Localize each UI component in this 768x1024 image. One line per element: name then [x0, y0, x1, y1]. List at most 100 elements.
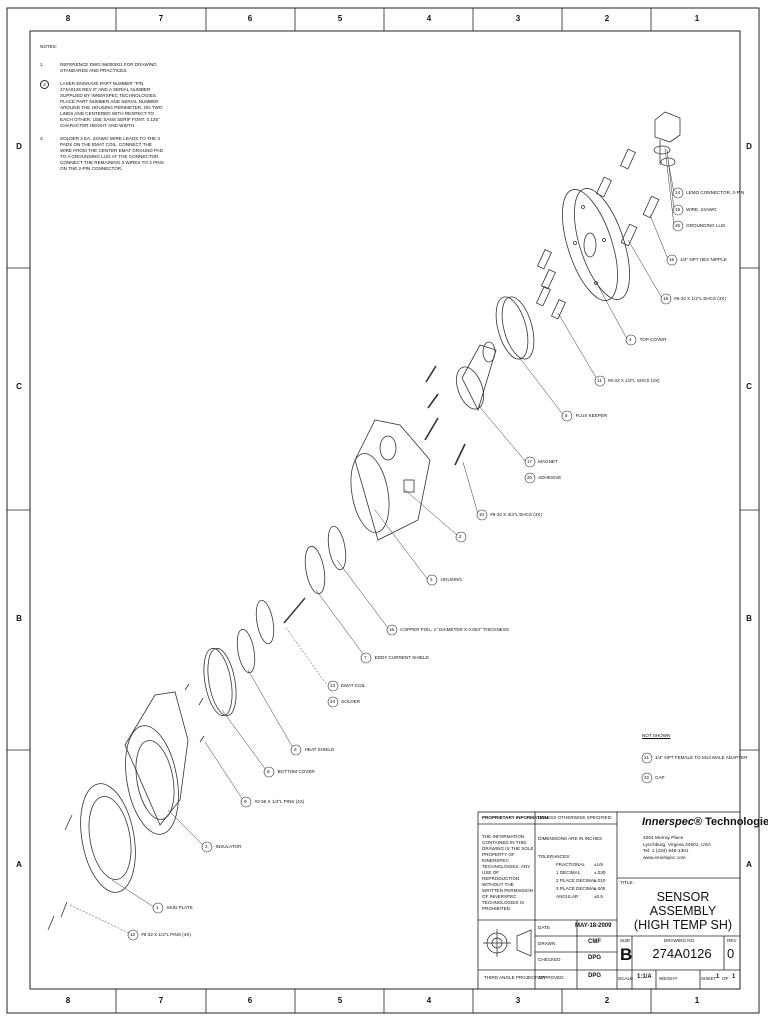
zone-label: A [16, 860, 22, 869]
callout-label: FLUX KEEPER [575, 413, 608, 418]
small-pins-part [184, 683, 205, 743]
callout-number: 18 [663, 296, 669, 301]
callout-label: WIRE, 24AWG [686, 207, 717, 212]
company-address: 4004 Murray Place Lynchburg, Virginia 24… [643, 836, 711, 862]
note-item: 3. SOLDER 3 EA. 24AWG WIRE LEADS TO THE … [40, 136, 165, 172]
callout-number: 12 [130, 932, 136, 937]
drawn-label: DRAWN [538, 941, 556, 946]
weight-label: WEIGHT [659, 976, 678, 981]
callout-label: 1/4" NPT FEMALE to M14 MALE ADAPTER [655, 755, 748, 760]
callout-label: BOTTOM COVER [277, 769, 315, 774]
callout-label: #6-32 X 1/2"L SHCS (4X) [607, 378, 660, 383]
zone-label: 7 [158, 996, 164, 1005]
lemo-connector-part [653, 111, 681, 167]
zone-label: C [746, 382, 752, 391]
note-text: LASER ENGRAVE PART NUMBER "P/N 274A0126 … [60, 81, 163, 128]
leader-lines [69, 147, 675, 934]
callout: 12#6-32 X 1/2"L PINS (4X) [130, 932, 191, 938]
callout-number: 2 [459, 534, 462, 539]
callout-label: COPPER FOIL, 1" DIAMETER X 0.003" THICKN… [400, 627, 509, 632]
note-number-circled: 2 [40, 80, 49, 89]
long-screws-part [424, 365, 466, 466]
tolerance-value: ±.010 [594, 878, 606, 883]
emat-coil-part [255, 599, 275, 645]
callout-label: #8-32 X 3/4"L SHCS (4X) [490, 512, 542, 517]
sheet-value: 1 [716, 974, 720, 980]
note-item: 2 LASER ENGRAVE PART NUMBER "P/N 274A012… [40, 80, 165, 129]
zone-label: B [746, 614, 752, 623]
drawing-number-label: DRAWING NO. [664, 938, 696, 943]
callout: 5 FLUX KEEPER [565, 413, 607, 419]
balloons [127, 187, 684, 941]
copper-foil-part [327, 525, 347, 571]
callout: 2 [459, 534, 462, 540]
date-value: MAY-18-2009 [575, 923, 612, 929]
drawing-title-line: (HIGH TEMP SH) [633, 918, 733, 932]
tolerance-label: 2 PLACE DECIMAL [556, 878, 597, 883]
eddy-shield-part [304, 545, 326, 595]
tolerances-heading: TOLERANCES: [538, 854, 571, 859]
tolerance-label: 1 DECIMAL [556, 870, 581, 875]
date-label: DATE [538, 925, 550, 930]
zone-label: 3 [515, 996, 521, 1005]
callout-number: 24 [330, 699, 336, 704]
callout: 11 #6-32 X 1/2"L SHCS (4X) [597, 378, 660, 384]
callout-label: #6-32 X 1/2"L SHCS (4X) [674, 296, 726, 301]
size-label: SIZE [620, 938, 631, 943]
callout-number: 5 [565, 413, 568, 418]
tolerance-value: ±1/8 [594, 862, 603, 867]
callout-number: 9 [244, 799, 247, 804]
zone-label: B [16, 614, 22, 623]
proprietary-text: THE INFORMATION CONTAINED IN THIS DRAWIN… [482, 834, 534, 911]
scale-value: 1:1/A [637, 974, 652, 980]
zone-label: 4 [426, 996, 432, 1005]
callout-number: 11 [597, 378, 602, 383]
drawn-value: CMF [588, 939, 601, 945]
callout-number: 8 [267, 769, 270, 774]
zone-label: 8 [65, 996, 71, 1005]
callout-label: #2-56 X 1/4"L PINS (4X) [254, 799, 305, 804]
tolerance-value: ±.005 [594, 886, 606, 891]
skid-plate-part [80, 783, 136, 893]
tolerance-label: ANGULAR [556, 894, 579, 899]
note-number: 1. [40, 62, 44, 67]
company-logo: Innerspec® Technologies [642, 816, 768, 828]
callout-label: 1/4" NPT HEX NIPPLE [680, 257, 727, 262]
callout-number: 17 [527, 459, 533, 464]
zone-label: A [746, 860, 752, 869]
callout-number: 1 [156, 905, 159, 910]
note-text: REFERENCE DWG 56000001 FOR DRAWING STAND… [60, 62, 157, 73]
zone-label: 5 [337, 14, 343, 23]
callout-label: SOLDER [341, 699, 361, 704]
sheet-label: SHEET [701, 976, 717, 981]
zone-label: 2 [604, 14, 610, 23]
wire-part [283, 597, 306, 624]
address-line: 4004 Murray Place [643, 836, 684, 841]
zone-label: C [16, 382, 22, 391]
mid-screws-part [535, 249, 566, 320]
tolerance-label: FRACTIONAL [556, 862, 586, 867]
tolerance-value: ±.030 [594, 870, 606, 875]
magnet-part [456, 341, 497, 412]
not-shown-item: 211/4" NPT FEMALE to M14 MALE ADAPTER [644, 755, 747, 761]
notes-block: NOTES: 1. REFERENCE DWG 56000001 FOR DRA… [40, 44, 165, 179]
approved-value: DPG [588, 973, 602, 979]
callout-label: ADHESIVE [538, 475, 562, 480]
zone-label: 5 [337, 996, 343, 1005]
top-cover-part [562, 188, 630, 301]
